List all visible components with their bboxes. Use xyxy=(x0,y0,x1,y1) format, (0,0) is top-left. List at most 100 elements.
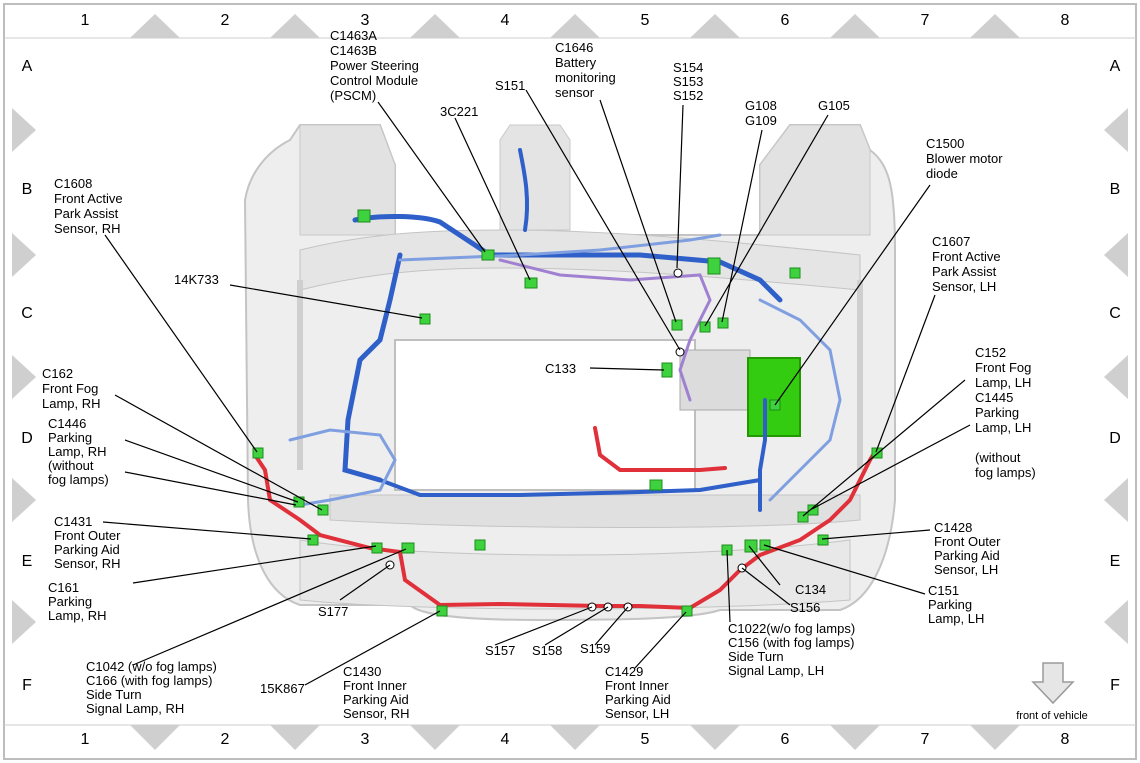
label-c1608-line-2: Front Active xyxy=(54,191,123,206)
grid-col-8-bottom: 8 xyxy=(1061,731,1070,748)
bcm-module xyxy=(679,349,751,411)
label-without-fog-lh-line-2: fog lamps) xyxy=(975,465,1036,480)
label-c1500-line-3: diode xyxy=(926,166,958,181)
label-g108-line-2: G109 xyxy=(745,113,777,128)
down-arrow-icon xyxy=(1031,662,1075,705)
label-c1428: C1428 Front Outer Parking Aid Sensor, LH xyxy=(934,520,1004,577)
harness-14k733 xyxy=(342,252,403,483)
grid-row-f: F xyxy=(22,677,32,694)
label-s154-line-2: S153 xyxy=(673,74,703,89)
label-c1646-line-2: Battery xyxy=(555,55,597,70)
label-c1446-line-5: fog lamps) xyxy=(48,472,109,487)
label-14k733: 14K733 xyxy=(174,272,219,287)
label-c1608: C1608 Front Active Park Assist Sensor, R… xyxy=(54,176,126,236)
label-c151-line-1: C151 xyxy=(928,583,959,598)
label-c151-line-2: Parking xyxy=(928,597,972,612)
label-c1608-line-1: C1608 xyxy=(54,176,92,191)
grid-col-5-bottom: 5 xyxy=(641,731,650,748)
front-of-vehicle-indicator: front of vehicle xyxy=(1016,662,1088,722)
harness-center-blue xyxy=(758,398,767,512)
connector-c1429 xyxy=(681,605,693,617)
connector-c1608 xyxy=(252,447,264,459)
grid-col-6-bottom: 6 xyxy=(781,731,790,748)
harness-upper-light xyxy=(398,233,722,262)
label-c1430-line-4: Sensor, RH xyxy=(343,706,409,721)
grid-row-labels-right: A B C D E F xyxy=(1109,58,1121,694)
label-without-fog-lh-line-1: (without xyxy=(975,450,1021,465)
label-c1431-line-2: Front Outer xyxy=(54,528,121,543)
harness-cowl xyxy=(518,148,530,232)
label-c1428-line-2: Front Outer xyxy=(934,534,1001,549)
label-c1607-line-2: Front Active xyxy=(932,249,1001,264)
label-s158: S158 xyxy=(532,643,562,658)
connectors xyxy=(252,209,883,617)
grid-row-a-right: A xyxy=(1110,58,1121,75)
connector-c162 xyxy=(317,504,329,516)
grid-col-4-bottom: 4 xyxy=(501,731,510,748)
connector-c152 xyxy=(797,511,809,523)
front-of-vehicle-label: front of vehicle xyxy=(1016,710,1088,722)
grid-row-a: A xyxy=(22,58,33,75)
label-c1428-line-3: Parking Aid xyxy=(934,548,1000,563)
label-c1429-line-3: Parking Aid xyxy=(605,692,671,707)
label-c1445-line-2: Parking xyxy=(975,405,1019,420)
label-s154-line-1: S154 xyxy=(673,60,703,75)
connector-c1430 xyxy=(436,605,448,617)
label-c1607-line-4: Sensor, LH xyxy=(932,279,996,294)
label-c1463-line-3: Power Steering xyxy=(330,58,419,73)
radiator-opening xyxy=(394,339,696,491)
label-c1463-line-5: (PSCM) xyxy=(330,88,376,103)
label-c1431-line-4: Sensor, RH xyxy=(54,556,120,571)
grid-row-b: B xyxy=(22,181,33,198)
label-s157: S157 xyxy=(485,643,515,658)
label-c152: C152 Front Fog Lamp, LH xyxy=(975,345,1035,390)
grid-col-3: 3 xyxy=(361,12,370,29)
label-c1042-line-4: Signal Lamp, RH xyxy=(86,701,184,716)
harness-left-light xyxy=(288,428,397,507)
label-c1430-line-1: C1430 xyxy=(343,664,381,679)
label-c1446-line-3: Lamp, RH xyxy=(48,444,107,459)
connector-14k733 xyxy=(419,313,431,325)
label-c1500-line-2: Blower motor xyxy=(926,151,1003,166)
label-s156: S156 xyxy=(790,600,820,615)
grid-col-8: 8 xyxy=(1061,12,1070,29)
label-c161-line-3: Lamp, RH xyxy=(48,608,107,623)
label-c1463-line-4: Control Module xyxy=(330,73,418,88)
grid-col-7: 7 xyxy=(921,12,930,29)
label-c1429-line-1: C1429 xyxy=(605,664,643,679)
label-g108: G108 G109 xyxy=(745,98,780,128)
label-c1428-line-4: Sensor, LH xyxy=(934,562,998,577)
label-c162: C162 Front Fog Lamp, RH xyxy=(42,366,102,411)
grid-col-6: 6 xyxy=(781,12,790,29)
label-g108-line-1: G108 xyxy=(745,98,777,113)
label-s154-line-3: S152 xyxy=(673,88,703,103)
label-c1607-line-1: C1607 xyxy=(932,234,970,249)
label-c1429: C1429 Front Inner Parking Aid Sensor, LH xyxy=(605,664,674,721)
label-c1463-line-2: C1463B xyxy=(330,43,377,58)
label-c1429-line-2: Front Inner xyxy=(605,678,669,693)
label-c1446-line-2: Parking xyxy=(48,430,92,445)
label-15k867: 15K867 xyxy=(260,681,305,696)
label-c152-line-2: Front Fog xyxy=(975,360,1031,375)
label-s151: S151 xyxy=(495,78,525,93)
grid-column-labels-bottom: 1 2 3 4 5 6 7 8 xyxy=(81,731,1070,748)
label-c1607: C1607 Front Active Park Assist Sensor, L… xyxy=(932,234,1004,294)
label-without-fog-lh: (without fog lamps) xyxy=(975,450,1036,480)
label-s159: S159 xyxy=(580,641,610,656)
harness-lower-blue xyxy=(378,478,762,497)
label-c1042: C1042 (w/o fog lamps) C166 (with fog lam… xyxy=(86,659,220,716)
label-c134: C134 xyxy=(795,582,826,597)
label-c1022: C1022(w/o fog lamps) C156 (with fog lamp… xyxy=(728,621,859,678)
harness-red-bumper xyxy=(253,448,878,611)
grid-col-2-bottom: 2 xyxy=(221,731,230,748)
splice-s151 xyxy=(675,347,685,357)
label-c1431-line-1: C1431 xyxy=(54,514,92,529)
label-c151: C151 Parking Lamp, LH xyxy=(928,583,984,626)
connector-c1646 xyxy=(671,319,683,331)
harness-red-battery xyxy=(593,426,727,472)
label-c1445-line-3: Lamp, LH xyxy=(975,420,1031,435)
label-c1042-line-1: C1042 (w/o fog lamps) xyxy=(86,659,217,674)
connector-misc-1 xyxy=(474,539,486,551)
label-c162-line-2: Front Fog xyxy=(42,381,98,396)
